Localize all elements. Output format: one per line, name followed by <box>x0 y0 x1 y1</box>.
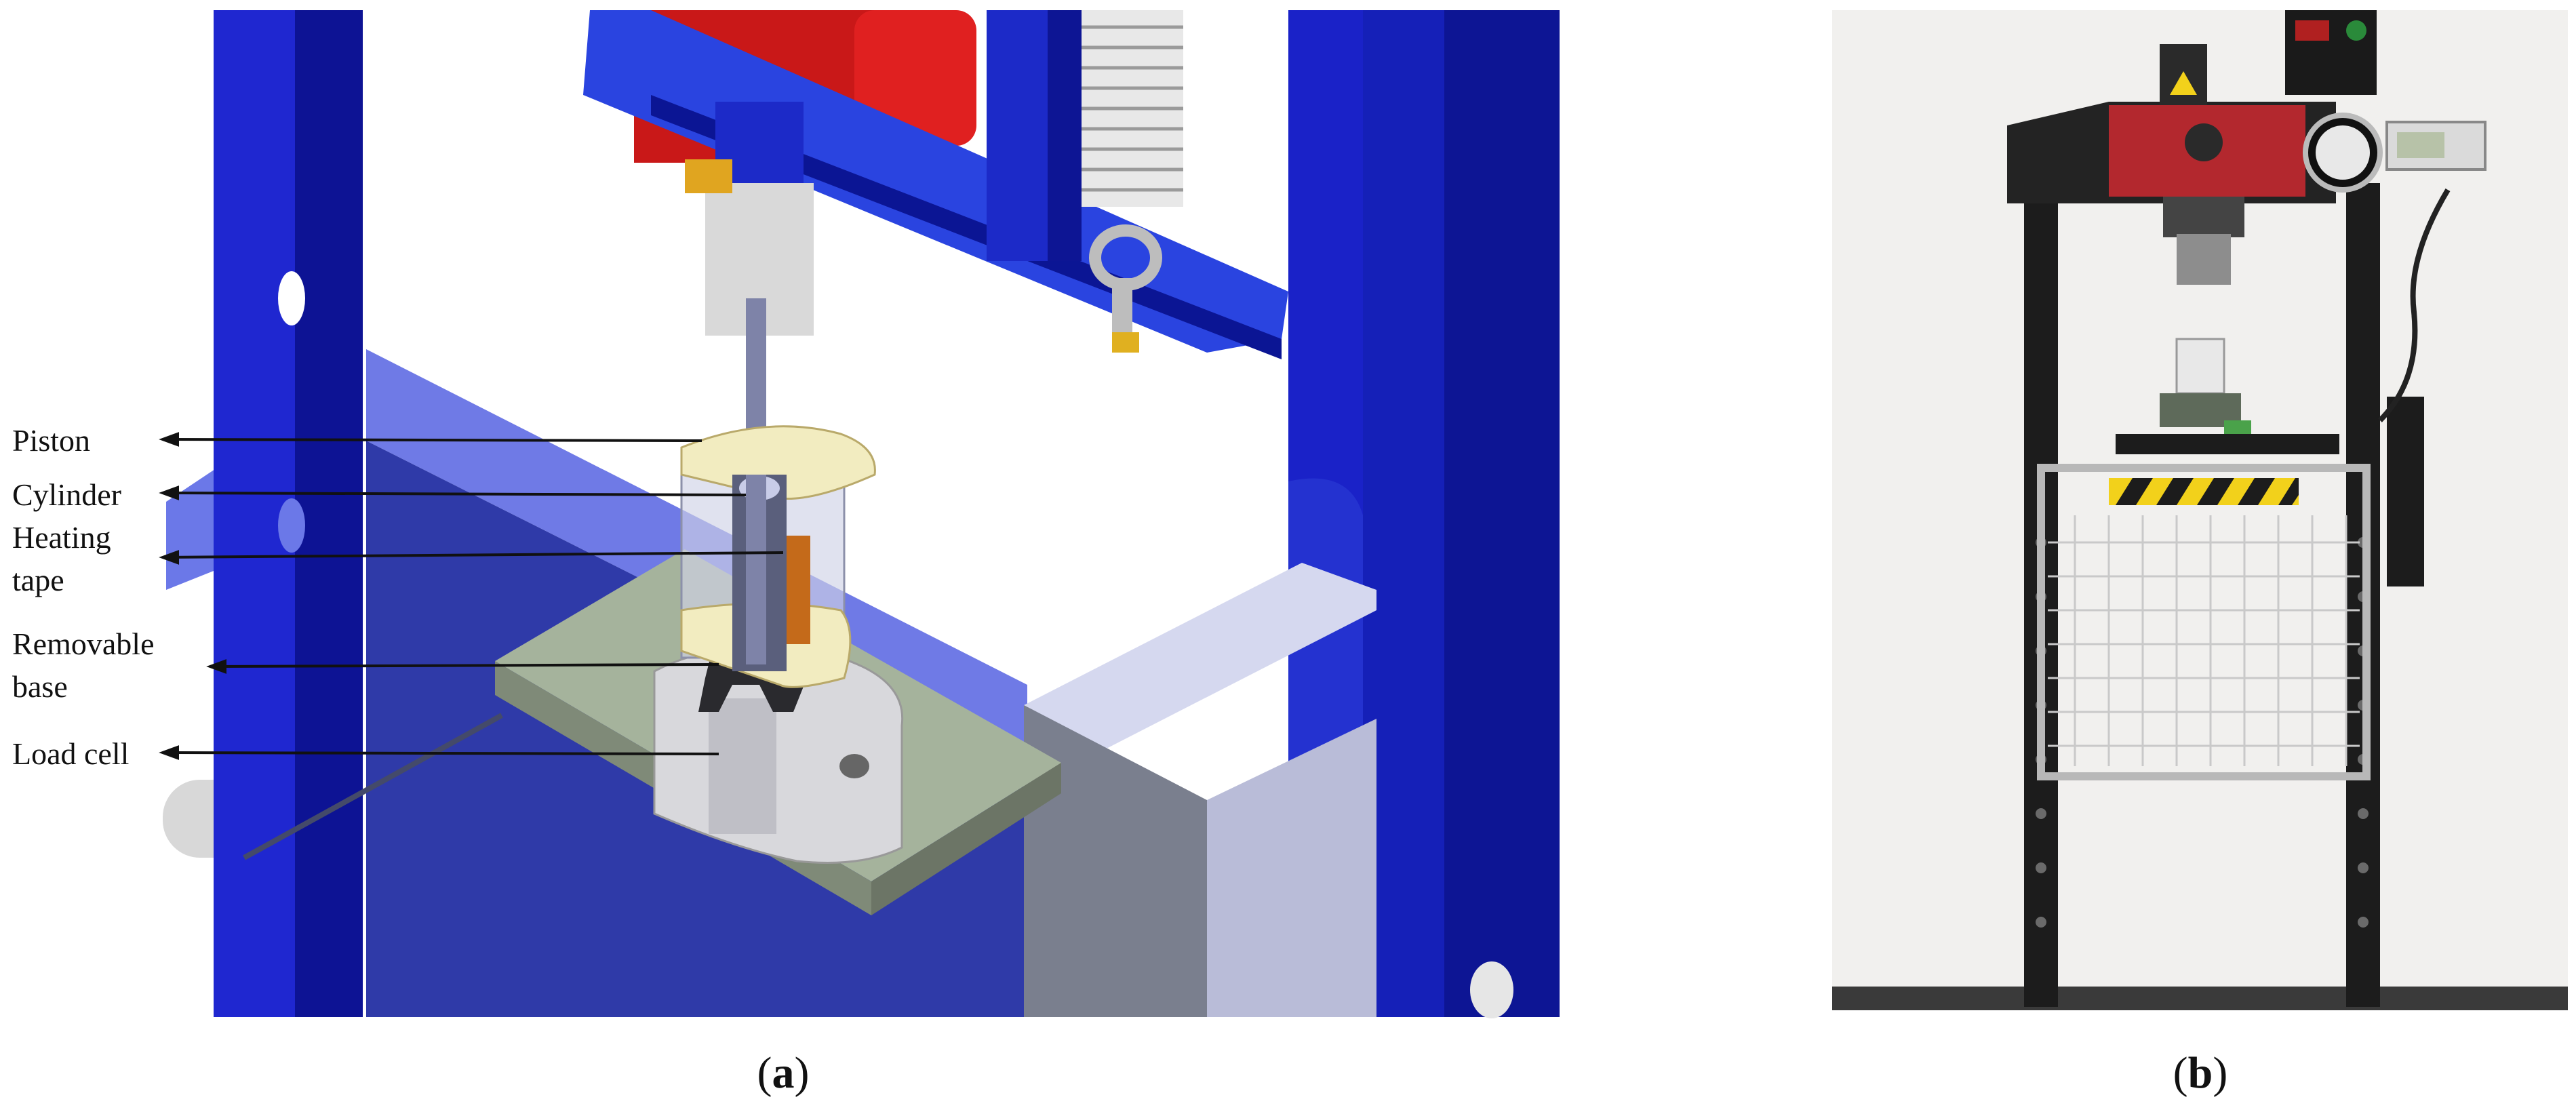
hook-nut <box>1112 332 1139 353</box>
ram-cylinder <box>2177 234 2231 285</box>
label-heating-line2: tape <box>12 563 64 597</box>
label-load-cell: Load cell <box>12 736 130 771</box>
brand-logo <box>2185 123 2223 161</box>
control-knob <box>2346 20 2366 41</box>
leader-arrows <box>159 432 784 760</box>
column-hole-2 <box>278 498 305 553</box>
vertical-post <box>987 10 1048 261</box>
clamp-bolt <box>685 159 732 193</box>
label-removable-line2: base <box>12 669 68 704</box>
grey-block-side <box>1207 719 1376 1017</box>
caption-a-letter: a <box>772 1048 795 1098</box>
column-hole-3 <box>1470 961 1513 1018</box>
side-hydraulic-cylinder <box>2387 397 2424 586</box>
caption-b: (b) <box>2173 1048 2228 1098</box>
label-removable-line1: Removable <box>12 626 155 661</box>
ram-block <box>2163 197 2244 237</box>
photo-floor <box>1832 987 2568 1010</box>
load-cell-slot <box>709 698 776 834</box>
load-cell-cable <box>243 713 503 860</box>
label-cylinder: Cylinder <box>12 477 121 512</box>
column-hole-1 <box>278 271 305 325</box>
top-blue-plate <box>583 10 1288 353</box>
heating-tape <box>787 536 810 644</box>
safety-guard-frame <box>2037 464 2371 780</box>
control-box-screen <box>2295 20 2329 41</box>
right-column-edge <box>1444 10 1560 1017</box>
label-piston: Piston <box>12 423 91 458</box>
red-ram-side <box>854 10 976 146</box>
press-bed <box>2116 434 2339 454</box>
load-cell-bolt <box>839 754 869 778</box>
green-plate-side <box>871 763 1061 915</box>
sample-cylinder <box>2175 338 2225 395</box>
side-hose <box>2378 188 2451 422</box>
left-column-side <box>295 10 363 1017</box>
spring <box>1082 10 1183 207</box>
grey-block-front <box>1024 705 1207 1017</box>
warning-sign <box>2170 71 2197 95</box>
caption-b-letter: b <box>2187 1048 2213 1098</box>
piston-rod-inner <box>746 475 766 664</box>
hazard-stripes-dark <box>2116 478 2299 505</box>
grey-block-top <box>1024 563 1376 753</box>
gauge-face <box>2316 125 2370 180</box>
cylinder-top-flange <box>680 425 876 500</box>
vertical-post-2 <box>1048 10 1082 261</box>
display-screen <box>2397 132 2444 158</box>
caption-a: (a) <box>757 1048 810 1098</box>
label-heating-line1: Heating <box>12 520 111 555</box>
safety-mesh <box>2048 515 2360 766</box>
